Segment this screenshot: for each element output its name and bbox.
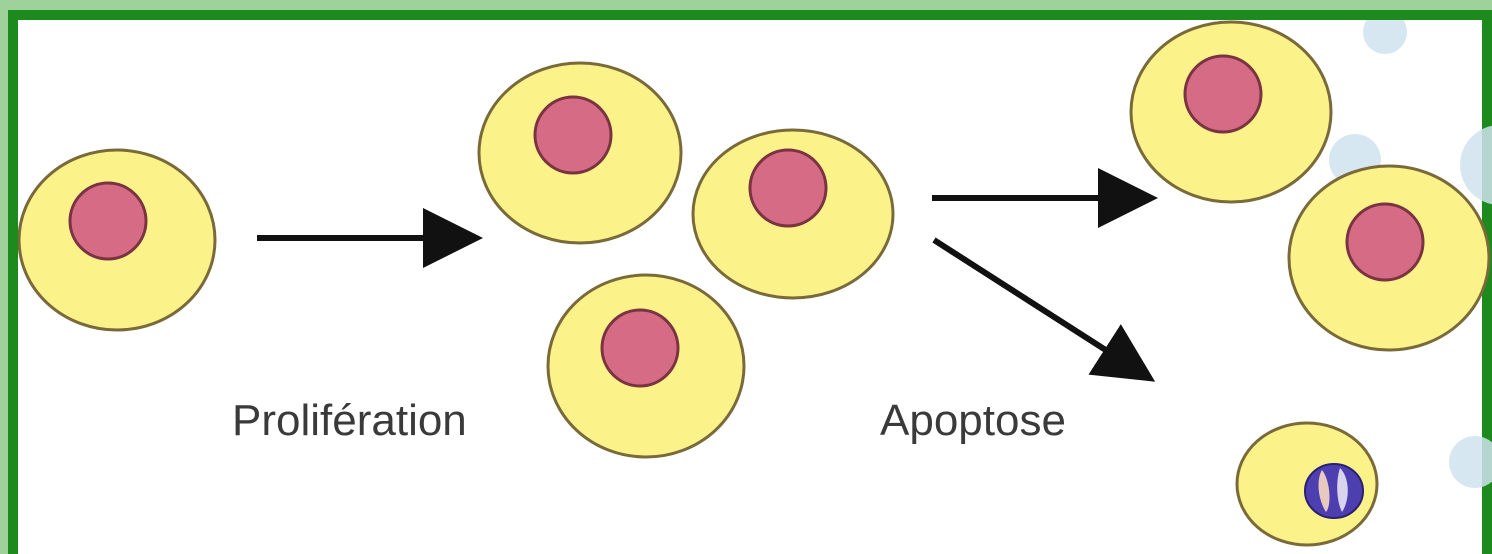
surviving-cell-2 [1289, 166, 1489, 350]
apoptose-label: Apoptose [880, 396, 1066, 445]
proliferated-cell-3 [548, 275, 744, 457]
proliferated-cell-2 [693, 130, 893, 298]
apoptotic-cell [1237, 423, 1377, 545]
proliferation-label: Prolifération [232, 396, 467, 445]
proliferated-cell-1 [479, 63, 681, 243]
initial-cell [19, 150, 215, 330]
surviving-cell-1 [1131, 22, 1331, 202]
apoptosis-arrow [934, 240, 1140, 372]
